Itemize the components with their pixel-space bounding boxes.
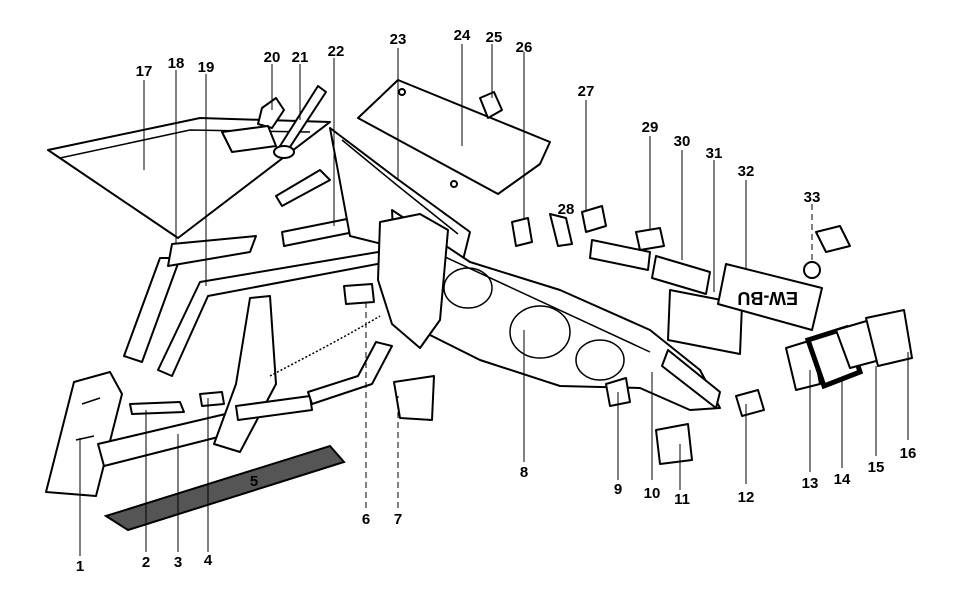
callout-31: 31 — [706, 145, 723, 162]
callout-33: 33 — [804, 189, 821, 206]
callout-30: 30 — [674, 133, 691, 150]
callout-26: 26 — [516, 39, 533, 56]
part-24-tailgate-panel — [357, 79, 551, 195]
part-4-clip — [199, 391, 225, 407]
leader-lines — [79, 44, 909, 556]
roof-bracket — [221, 125, 277, 153]
bumper-bar — [661, 349, 721, 409]
callout-22: 22 — [328, 43, 345, 60]
callout-8: 8 — [520, 464, 528, 481]
callout-7: 7 — [394, 511, 402, 528]
part-18-pillar — [123, 235, 257, 363]
part-2-handle — [129, 401, 185, 415]
part-1-pillar-panel — [45, 371, 123, 497]
callout-17: 17 — [136, 63, 153, 80]
part-20-hinge — [257, 97, 285, 129]
callout-4: 4 — [204, 552, 213, 569]
callout-12: 12 — [738, 489, 755, 506]
callout-1: 1 — [76, 558, 84, 575]
callout-24: 24 — [454, 27, 471, 44]
part-16-lamp-cover — [865, 309, 913, 367]
callout-19: 19 — [198, 59, 215, 76]
callout-25: 25 — [486, 29, 503, 46]
callout-28: 28 — [558, 201, 575, 218]
part-11-bracket — [655, 423, 693, 465]
callout-14: 14 — [834, 471, 851, 488]
side-marker-light — [343, 283, 375, 305]
lower-sill-rail — [235, 395, 313, 421]
part-32-license-plate: EW-BU — [717, 263, 823, 331]
part-21-gas-strut — [273, 85, 327, 159]
callout-21: 21 — [292, 49, 309, 66]
callout-15: 15 — [868, 459, 885, 476]
callout-9: 9 — [614, 481, 622, 498]
part-29-lock-cylinder — [635, 227, 665, 251]
callout-2: 2 — [142, 554, 150, 571]
callout-3: 3 — [174, 554, 182, 571]
part-25-latch — [479, 91, 503, 119]
callout-16: 16 — [900, 445, 917, 462]
callout-13: 13 — [802, 475, 819, 492]
floor-cover — [103, 444, 346, 532]
callout-27: 27 — [578, 83, 595, 100]
weather-strip — [269, 315, 381, 377]
callout-32: 32 — [738, 163, 755, 180]
part-26-hinge — [511, 213, 573, 247]
part-28-badge-strip — [589, 239, 651, 271]
callout-10: 10 — [644, 485, 661, 502]
quarter-inner — [377, 213, 449, 349]
part-33-bulb-cover — [803, 225, 851, 279]
part-7-mud-flap — [393, 375, 435, 421]
callout-11: 11 — [674, 491, 690, 508]
callout-5: 5 — [250, 473, 258, 490]
plate-text: EW-BU — [737, 288, 798, 308]
part-5-b-pillar — [213, 295, 277, 453]
callout-20: 20 — [264, 49, 281, 66]
callout-6: 6 — [362, 511, 370, 528]
callout-18: 18 — [168, 55, 185, 72]
part-6-wheel-arch — [307, 341, 393, 405]
part-27-bracket — [581, 205, 607, 233]
callout-29: 29 — [642, 119, 659, 136]
part-12-socket — [735, 389, 765, 417]
callout-labels: 1 2 3 4 5 6 7 8 9 10 11 12 13 14 15 16 1… — [76, 27, 917, 575]
part-30-emblem — [651, 255, 711, 295]
callout-23: 23 — [390, 31, 407, 48]
